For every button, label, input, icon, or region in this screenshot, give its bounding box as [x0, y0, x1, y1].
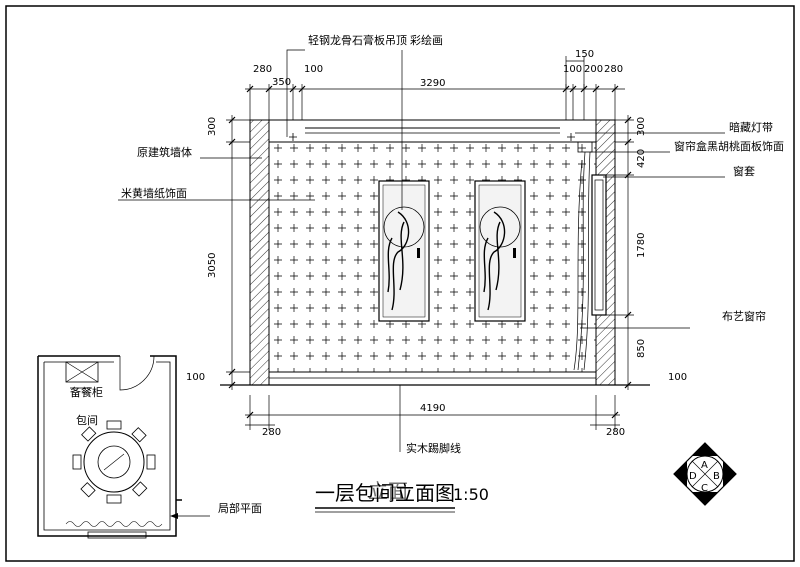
dim-top-280-right: 280: [604, 64, 623, 75]
sheet-border: [5, 5, 795, 562]
dim-right-100: 100: [668, 372, 687, 383]
dim-top-350: 350: [272, 77, 291, 88]
drawing-title: 一层包间立面图 立面 1:50: [315, 479, 489, 513]
wallpaper-field: [268, 141, 597, 373]
label-curtain-box: 窗帘盒黑胡桃面板饰面: [674, 139, 784, 153]
index-b: B: [713, 471, 720, 482]
partial-plan: 备餐柜 包间 局部平面: [37, 355, 262, 539]
dim-bottom-280-left: 280: [262, 427, 281, 438]
label-painting: 彩绘画: [410, 33, 443, 47]
label-ceiling: 轻钢龙骨石膏板吊顶: [308, 33, 407, 47]
elevation-view: [220, 119, 650, 386]
dim-right-850: 850: [636, 339, 647, 358]
dim-left-300: 300: [207, 117, 218, 136]
dim-right-420: 420: [636, 149, 647, 168]
title-text: 一层包间立面图: [315, 481, 455, 505]
painting-right: [474, 180, 526, 322]
label-sideboard: 备餐柜: [70, 385, 103, 399]
dim-top-280-left: 280: [253, 64, 272, 75]
index-c: C: [701, 483, 708, 494]
dim-bottom-4190: 4190: [420, 403, 445, 414]
dim-left-100: 100: [186, 372, 205, 383]
dim-right-300: 300: [636, 117, 647, 136]
dim-top-200: 200: [584, 64, 603, 75]
label-wallpaper: 米黄墙纸饰面: [121, 186, 187, 200]
dim-left-3050: 3050: [207, 253, 218, 278]
dimension-labels: 280 350 100 3290 150 100 200 280 300 305…: [186, 49, 687, 438]
label-fabric-curtain: 布艺窗帘: [722, 309, 766, 323]
annotations: 轻钢龙骨石膏板吊顶 彩绘画 原建筑墙体 米黄墙纸饰面 暗藏灯带 窗帘盒黑胡桃面板…: [121, 33, 784, 455]
dimension-ticks: [228, 85, 632, 419]
baseboard: [268, 371, 597, 386]
dim-bottom-280-right: 280: [606, 427, 625, 438]
dimensions: [226, 56, 634, 430]
label-window-cover: 窗套: [733, 164, 755, 178]
dim-right-1780: 1780: [636, 233, 647, 258]
left-wall-section: [249, 119, 270, 386]
leader-lines: [118, 49, 725, 452]
dim-top-3290: 3290: [420, 78, 445, 89]
title-scale: 1:50: [453, 485, 489, 504]
label-hidden-light: 暗藏灯带: [729, 120, 773, 134]
ceiling-band: [268, 119, 597, 143]
title-overlap: 立面: [368, 479, 408, 503]
label-private-room: 包间: [76, 414, 98, 427]
label-partial-plan: 局部平面: [218, 501, 262, 515]
index-a: A: [701, 460, 708, 471]
index-symbol: A D B C: [673, 442, 737, 506]
dim-top-100-left: 100: [304, 64, 323, 75]
index-d: D: [689, 471, 697, 482]
dim-top-100-right: 100: [563, 64, 582, 75]
painting-left: [378, 180, 430, 322]
dim-top-150: 150: [575, 49, 594, 60]
label-baseboard: 实木踢脚线: [406, 441, 461, 455]
window-curtain: [573, 141, 607, 371]
label-original-wall: 原建筑墙体: [137, 145, 192, 159]
